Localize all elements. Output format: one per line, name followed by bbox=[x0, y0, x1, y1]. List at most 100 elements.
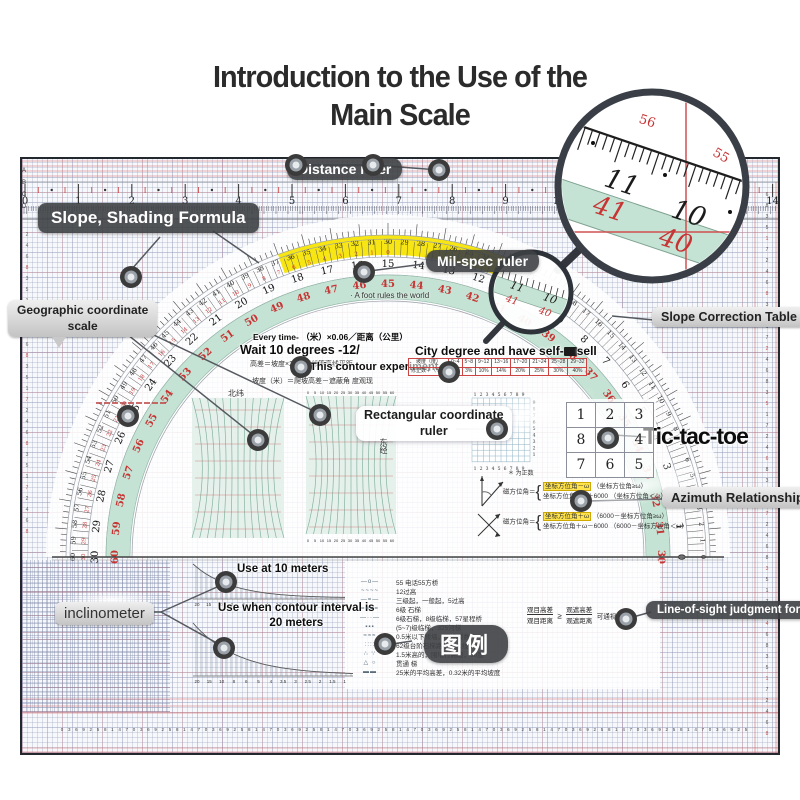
svg-text:6: 6 bbox=[507, 727, 510, 732]
svg-text:9: 9 bbox=[586, 727, 589, 732]
legend-symbol: —o— bbox=[360, 578, 380, 585]
svg-text:57: 57 bbox=[72, 503, 81, 512]
grommet bbox=[438, 361, 460, 383]
legend-row: —··—6级石梯，8级临梯，57星程桥 bbox=[350, 613, 500, 623]
svg-text:B: B bbox=[22, 180, 26, 186]
svg-text:2: 2 bbox=[378, 727, 381, 732]
svg-text:7: 7 bbox=[558, 727, 561, 732]
svg-text:8: 8 bbox=[766, 467, 769, 473]
svg-text:6: 6 bbox=[245, 679, 248, 684]
title-line2: Main Scale bbox=[330, 96, 471, 132]
svg-text:5: 5 bbox=[745, 727, 748, 732]
svg-text:6: 6 bbox=[766, 720, 769, 726]
svg-text:0: 0 bbox=[133, 727, 136, 732]
svg-text:3: 3 bbox=[766, 302, 769, 308]
svg-text:8: 8 bbox=[233, 679, 236, 684]
grommet bbox=[120, 266, 142, 288]
svg-text:3: 3 bbox=[356, 727, 359, 732]
svg-text:9: 9 bbox=[522, 466, 525, 472]
callout-slope-shading-formula: Slope, Shading Formula bbox=[38, 203, 259, 233]
svg-text:47: 47 bbox=[323, 284, 339, 298]
svg-text:6: 6 bbox=[766, 544, 769, 550]
tic-tac-toe-cell: 2 bbox=[595, 402, 625, 428]
svg-text:4: 4 bbox=[406, 727, 409, 732]
svg-text:1: 1 bbox=[343, 679, 346, 684]
svg-text:59: 59 bbox=[69, 536, 77, 545]
azimuth-formula-2: 磁方位角＝{ 坐标方位角＋ω （6000－坐标方位角≥ω） 坐标方位角＋ω－60… bbox=[503, 512, 688, 531]
svg-text:3: 3 bbox=[644, 727, 647, 732]
svg-text:8: 8 bbox=[231, 602, 234, 607]
svg-text:49: 49 bbox=[118, 380, 129, 391]
label-north-latitude: 北纬 bbox=[228, 389, 244, 398]
svg-text:2: 2 bbox=[480, 466, 483, 472]
grommet bbox=[247, 429, 269, 451]
callout-slope-correction-table: Slope Correction Table bbox=[652, 307, 800, 327]
svg-text:48: 48 bbox=[295, 290, 312, 305]
svg-text:0: 0 bbox=[565, 727, 568, 732]
svg-text:3: 3 bbox=[26, 276, 29, 282]
svg-text:5: 5 bbox=[257, 679, 260, 684]
svg-text:1: 1 bbox=[111, 727, 114, 732]
svg-text:5: 5 bbox=[766, 401, 769, 407]
legend-text: 贯通 梯 bbox=[396, 660, 418, 668]
svg-text:5: 5 bbox=[254, 602, 257, 607]
svg-text:58: 58 bbox=[115, 492, 129, 508]
svg-text:2: 2 bbox=[306, 727, 309, 732]
svg-text:45: 45 bbox=[369, 390, 374, 395]
svg-text:5: 5 bbox=[457, 727, 460, 732]
svg-text:26: 26 bbox=[113, 430, 128, 446]
svg-text:7: 7 bbox=[766, 247, 769, 253]
svg-text:4: 4 bbox=[266, 602, 269, 607]
annotation-use-at-10-meters: Use at 10 meters bbox=[237, 563, 329, 575]
svg-text:2.5: 2.5 bbox=[299, 602, 306, 607]
svg-text:2: 2 bbox=[162, 727, 165, 732]
svg-text:59: 59 bbox=[111, 521, 123, 536]
svg-text:5: 5 bbox=[314, 538, 317, 543]
svg-text:5: 5 bbox=[241, 727, 244, 732]
svg-text:53: 53 bbox=[89, 439, 99, 450]
svg-text:44: 44 bbox=[409, 280, 424, 292]
grommet bbox=[285, 154, 307, 176]
svg-text:2: 2 bbox=[766, 346, 769, 352]
grommet bbox=[309, 404, 331, 426]
svg-text:0: 0 bbox=[277, 727, 280, 732]
svg-text:1: 1 bbox=[698, 538, 706, 543]
svg-text:17: 17 bbox=[320, 264, 335, 277]
svg-text:8: 8 bbox=[26, 265, 29, 271]
svg-text:1: 1 bbox=[766, 236, 769, 242]
svg-text:2: 2 bbox=[522, 727, 525, 732]
svg-text:0: 0 bbox=[493, 727, 496, 732]
svg-text:3: 3 bbox=[26, 364, 29, 370]
svg-text:1: 1 bbox=[327, 727, 330, 732]
sight-formula: 观目高差观目距离 ≥ 观遮高差观遮距离 可通视 bbox=[527, 607, 617, 625]
svg-text:1: 1 bbox=[474, 466, 477, 472]
svg-text:0: 0 bbox=[61, 727, 64, 732]
svg-text:5: 5 bbox=[766, 665, 769, 671]
svg-text:10: 10 bbox=[320, 538, 325, 543]
legend-symbol: ▬▬ bbox=[363, 668, 377, 675]
callout-inclinometer: inclinometer bbox=[55, 602, 154, 625]
svg-text:6: 6 bbox=[75, 727, 78, 732]
city-table-cell: 3% bbox=[461, 366, 477, 376]
svg-text:17: 17 bbox=[147, 361, 156, 371]
svg-text:8: 8 bbox=[766, 643, 769, 649]
grommet bbox=[290, 356, 312, 378]
svg-text:1: 1 bbox=[26, 474, 29, 480]
svg-text:3: 3 bbox=[766, 566, 769, 572]
callout-mil-spec-ruler: Mil-spec ruler bbox=[426, 250, 540, 272]
svg-text:1: 1 bbox=[673, 523, 685, 530]
svg-text:45: 45 bbox=[160, 329, 172, 341]
svg-text:35: 35 bbox=[301, 248, 311, 258]
svg-text:4: 4 bbox=[262, 727, 265, 732]
legend-row: —o—55 电话55方桥 bbox=[350, 577, 500, 587]
svg-text:7: 7 bbox=[766, 423, 769, 429]
svg-text:41: 41 bbox=[211, 287, 222, 298]
svg-text:6: 6 bbox=[766, 192, 769, 198]
svg-text:1: 1 bbox=[687, 727, 690, 732]
page-title: Introduction to the Use of the Main Scal… bbox=[28, 58, 772, 134]
svg-text:43: 43 bbox=[437, 284, 453, 298]
tic-tac-toe-cell: 6 bbox=[595, 452, 625, 478]
svg-text:5: 5 bbox=[26, 287, 29, 293]
legend-symbol: ∴ ∵ bbox=[363, 651, 377, 657]
